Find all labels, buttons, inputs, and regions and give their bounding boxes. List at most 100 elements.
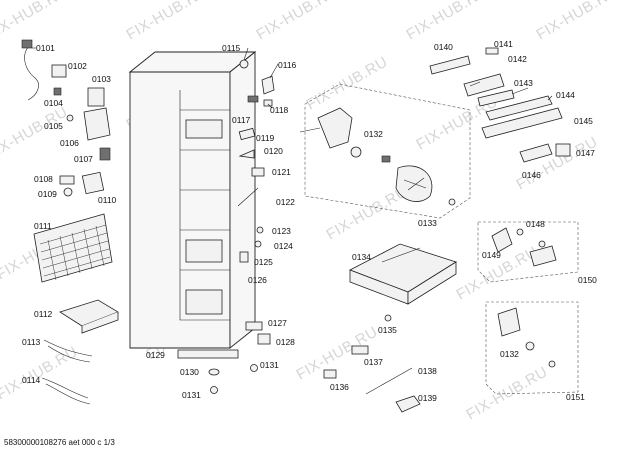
watermark-layer: FIX-HUB.RU FIX-HUB.RU FIX-HUB.RU FIX-HUB… xyxy=(0,0,621,423)
part-0145-shape xyxy=(481,107,563,139)
group-outline-0133 xyxy=(304,83,471,219)
label-0111: 0111 xyxy=(34,221,52,231)
part-0123-shape xyxy=(256,226,264,234)
part-0136-shape xyxy=(323,369,337,379)
label-0140: 0140 xyxy=(434,42,453,52)
label-0145: 0145 xyxy=(574,116,593,126)
screw-part xyxy=(448,198,456,206)
part-0142-shape xyxy=(463,73,505,97)
assembly-0151 xyxy=(485,301,579,395)
watermark: FIX-HUB.RU xyxy=(534,0,621,43)
thermostat-part xyxy=(497,307,521,337)
label-0103: 0103 xyxy=(92,74,111,84)
freezer-drawer-part xyxy=(185,289,223,315)
lamp-cover-part xyxy=(529,245,557,267)
part-0103-shape xyxy=(87,87,105,107)
assembly-0150 xyxy=(477,221,579,283)
part-0137-shape xyxy=(351,345,369,355)
label-0141: 0141 xyxy=(494,39,513,49)
label-0142: 0142 xyxy=(508,54,527,64)
part-0102-shape xyxy=(51,64,67,78)
label-0134: 0134 xyxy=(352,252,371,262)
label-0101: 0101 xyxy=(36,43,55,53)
label-0139: 0139 xyxy=(418,393,437,403)
part-0149-shape xyxy=(491,227,513,253)
part-0138-shape xyxy=(365,367,413,395)
label-0138: 0138 xyxy=(418,366,437,376)
small-part xyxy=(548,360,556,368)
watermark: FIX-HUB.RU xyxy=(0,0,71,43)
label-0123: 0123 xyxy=(272,226,291,236)
label-0128: 0128 xyxy=(276,337,295,347)
cabinet-shelf-lines xyxy=(180,109,230,271)
label-0119: 0119 xyxy=(256,133,275,143)
label-0107: 0107 xyxy=(74,154,93,164)
label-0132-a: 0132 xyxy=(364,129,383,139)
power-cable-part xyxy=(24,44,39,101)
fan-blade-detail xyxy=(403,177,427,191)
part-0110-shape xyxy=(81,171,105,195)
clip-part xyxy=(381,155,391,163)
part-0147-shape xyxy=(555,143,571,157)
label-0132-b: 0132 xyxy=(500,349,519,359)
part-0106-shape xyxy=(83,107,111,141)
watermark: FIX-HUB.RU xyxy=(254,0,341,43)
screw-0105-shape xyxy=(66,114,74,122)
part-0125-shape xyxy=(239,251,249,263)
label-0129: 0129 xyxy=(146,350,165,360)
label-0105: 0105 xyxy=(44,121,63,131)
label-0136: 0136 xyxy=(330,382,349,392)
label-0144: 0144 xyxy=(556,90,575,100)
watermark: FIX-HUB.RU xyxy=(304,53,391,113)
label-0112: 0112 xyxy=(34,309,53,319)
wire-0113b xyxy=(47,345,91,363)
bulb-part xyxy=(538,240,546,248)
part-0115-shape xyxy=(239,59,249,69)
label-0122: 0122 xyxy=(276,197,295,207)
part-0122-shape xyxy=(237,187,259,207)
part-0140-shape xyxy=(429,55,471,75)
part-0118-shape xyxy=(263,99,273,107)
label-0102: 0102 xyxy=(68,61,87,71)
label-0108: 0108 xyxy=(34,174,53,184)
leader-lines xyxy=(32,47,553,133)
fridge-cabinet xyxy=(128,51,257,359)
label-0147: 0147 xyxy=(576,148,595,158)
cabinet-inner xyxy=(179,90,230,321)
part-0130-shape xyxy=(208,368,220,376)
part-0120-shape xyxy=(238,149,255,159)
control-panel-parts xyxy=(429,47,571,163)
label-0146: 0146 xyxy=(522,170,541,180)
label-0124: 0124 xyxy=(274,241,293,251)
label-0106: 0106 xyxy=(60,138,79,148)
label-0120: 0120 xyxy=(264,146,283,156)
part-labels: 0101 0102 0103 0104 0105 0106 0107 0108 … xyxy=(22,39,597,403)
part-0124-shape xyxy=(254,240,262,248)
freezer-drawer-part xyxy=(185,239,223,263)
label-0151: 0151 xyxy=(566,392,585,402)
watermark: FIX-HUB.RU xyxy=(514,133,601,193)
watermark: FIX-HUB.RU xyxy=(464,363,551,423)
label-0121: 0121 xyxy=(272,167,291,177)
part-0135-shape xyxy=(384,314,392,322)
label-0149: 0149 xyxy=(482,250,501,260)
part-0144-shape xyxy=(485,95,553,121)
label-0150: 0150 xyxy=(578,275,597,285)
knob-part xyxy=(525,341,535,351)
part-0127-shape xyxy=(245,321,263,331)
watermark: FIX-HUB.RU xyxy=(124,0,211,43)
label-0115: 0115 xyxy=(222,43,241,53)
label-0143: 0143 xyxy=(514,78,533,88)
part-0141-shape xyxy=(485,47,499,55)
wire-0113 xyxy=(43,339,93,357)
label-0131-a: 0131 xyxy=(260,360,279,370)
part-0128-shape xyxy=(257,333,271,345)
footer-code: 58300000108276 aet 000 c 1/3 xyxy=(4,438,115,447)
part-0131-shape xyxy=(210,386,218,394)
plug-part xyxy=(21,39,33,49)
part-0121-shape xyxy=(251,167,265,177)
part-0148-screw xyxy=(516,228,524,236)
label-0113: 0113 xyxy=(22,337,41,347)
part-0143-shape xyxy=(477,89,515,107)
